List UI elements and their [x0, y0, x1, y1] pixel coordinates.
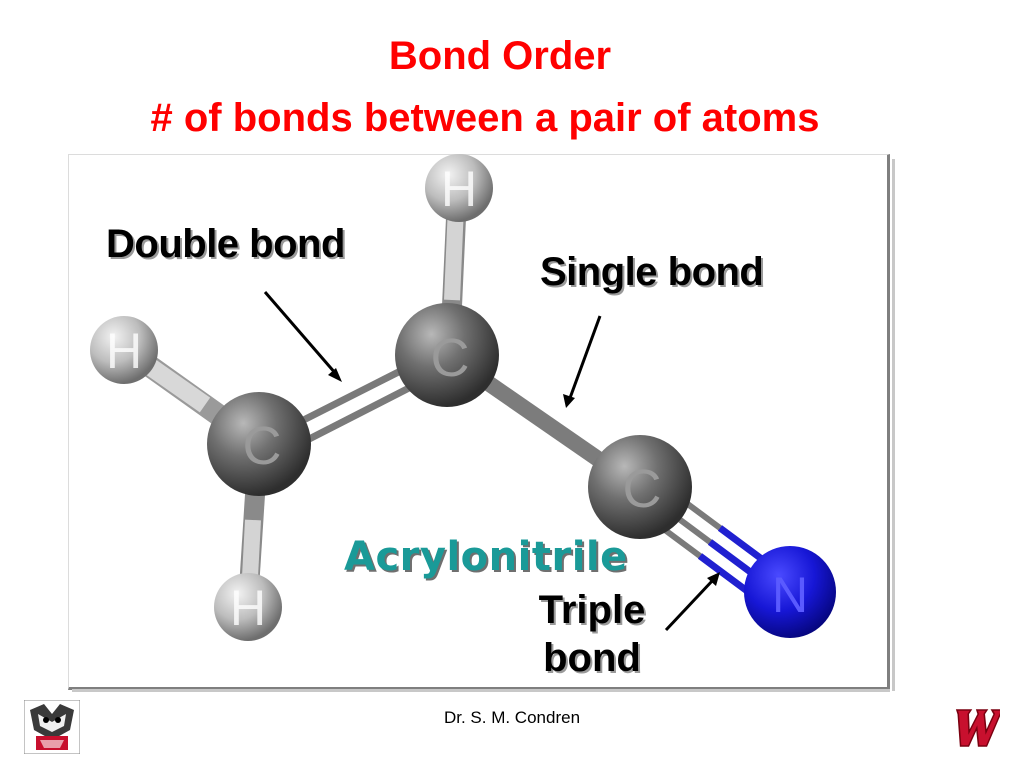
molecule-name-label: Acrylonitrile — [344, 534, 628, 580]
double-bond-label: Double bond — [106, 222, 345, 266]
atom-h-top: H — [425, 154, 493, 222]
triple-bond-label: Triple bond — [533, 586, 651, 682]
atom-h-bottom: H — [214, 573, 282, 641]
triple-bond-label-line2: bond — [543, 636, 641, 680]
motion-w-logo — [955, 709, 1000, 747]
atom-h-top-symbol: H — [441, 161, 477, 217]
arrow-double-bond — [263, 291, 342, 382]
image-frame-shadow — [72, 689, 890, 692]
atom-c-right: C — [588, 435, 692, 539]
slide-title: Bond Order — [388, 34, 612, 78]
atom-c-right-symbol: C — [623, 459, 662, 519]
atom-n: N — [744, 546, 836, 638]
atom-h-bottom-symbol: H — [230, 580, 266, 636]
atom-c-left-symbol: C — [243, 416, 282, 476]
slide-subtitle: # of bonds between a pair of atoms — [150, 96, 820, 140]
atom-h-left: H — [90, 316, 158, 384]
atom-h-left-symbol: H — [106, 323, 142, 379]
arrow-single-bond — [563, 315, 602, 408]
atom-c-center: C — [395, 303, 499, 407]
atom-c-left: C — [207, 392, 311, 496]
single-bond-label: Single bond — [540, 250, 764, 294]
atom-c-center-symbol: C — [431, 328, 470, 388]
slide-footer: Dr. S. M. Condren — [443, 708, 581, 727]
atom-n-symbol: N — [772, 567, 808, 623]
arrow-triple-bond — [664, 572, 720, 632]
badger-mascot-logo — [24, 700, 80, 754]
triple-bond-label-line1: Triple — [538, 588, 646, 632]
